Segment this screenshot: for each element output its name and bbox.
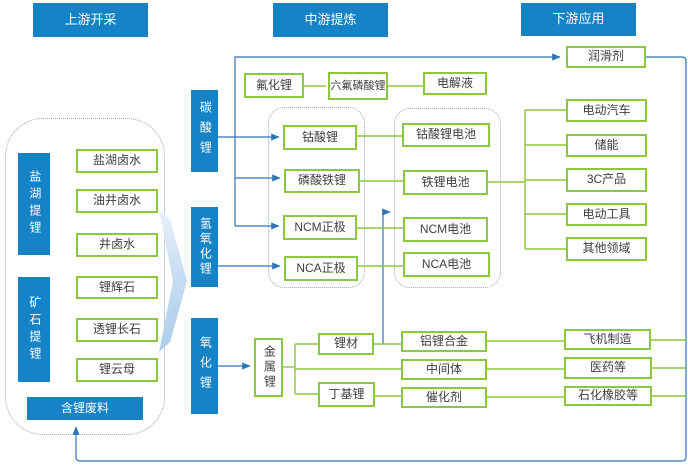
node-al-li-alloy: 铝锂合金 <box>401 331 487 352</box>
node-lfp-cathode: 磷酸铁锂 <box>284 169 360 193</box>
node-lithium-carbonate: 碳酸锂 <box>191 90 218 172</box>
node-lithium-metal: 金属锂 <box>254 338 283 397</box>
node-ncm-battery: NCM电池 <box>403 217 488 242</box>
node-nca-battery-label: NCA电池 <box>421 256 472 271</box>
node-lipf6-label: 六氟磷酸锂 <box>330 79 386 92</box>
node-pharmaceuticals: 医药等 <box>564 357 652 379</box>
node-lepidolite-label: 锂云母 <box>98 362 135 377</box>
group-ore-extraction: 矿石提锂 <box>18 277 50 382</box>
node-lithium-hydroxide-label: 氢氧化锂 <box>198 217 213 277</box>
node-nca-battery: NCA电池 <box>403 252 490 277</box>
node-lithium-waste-label: 含锂废料 <box>60 400 109 415</box>
node-power-tools: 电动工具 <box>566 203 647 226</box>
group-ore-label: 矿石提锂 <box>27 295 42 364</box>
node-butyl-lithium: 丁基锂 <box>318 382 375 407</box>
node-energy-storage-label: 储能 <box>594 137 619 152</box>
header-upstream-label: 上游开采 <box>64 11 117 27</box>
node-oil-well-brine-label: 油井卤水 <box>92 193 141 208</box>
node-lipf6: 六氟磷酸锂 <box>328 72 388 100</box>
node-lithium-oxide-label: 氧化锂 <box>198 336 213 396</box>
node-nca-cathode: NCA正极 <box>284 256 358 281</box>
node-lfp-battery-label: 铁锂电池 <box>421 174 470 189</box>
node-lfp-cathode-label: 磷酸铁锂 <box>297 173 346 188</box>
node-3c-products-label: 3C产品 <box>586 172 627 187</box>
group-salt-lake-label: 盐湖提锂 <box>27 170 42 238</box>
node-lubricant: 润滑剂 <box>566 46 646 68</box>
container-upstream-sources <box>5 118 165 435</box>
node-energy-storage: 储能 <box>566 134 647 157</box>
node-well-brine-label: 井卤水 <box>98 237 135 252</box>
node-lithium-hydroxide: 氢氧化锂 <box>191 207 218 287</box>
node-lithium-fluoride: 氟化锂 <box>244 73 304 98</box>
header-midstream: 中游提炼 <box>273 3 388 37</box>
node-oil-well-brine: 油井卤水 <box>76 189 158 213</box>
node-butyl-lithium-label: 丁基锂 <box>328 386 365 401</box>
node-intermediate: 中间体 <box>401 359 487 380</box>
node-electrolyte-label: 电解液 <box>436 75 473 90</box>
node-lithium-waste: 含锂废料 <box>27 397 143 420</box>
header-upstream: 上游开采 <box>33 3 148 37</box>
node-al-li-alloy-label: 铝锂合金 <box>419 333 468 348</box>
node-lco-battery: 钴酸锂电池 <box>402 123 490 147</box>
node-lithium-carbonate-label: 碳酸锂 <box>198 101 213 161</box>
node-petrochemical-rubber: 石化橡胶等 <box>564 386 652 406</box>
node-petrochemical-rubber-label: 石化橡胶等 <box>577 388 638 403</box>
header-downstream: 下游应用 <box>521 3 636 36</box>
node-ncm-cathode: NCM正极 <box>283 215 357 240</box>
node-pharmaceuticals-label: 医药等 <box>589 360 626 375</box>
container-batteries <box>394 108 501 288</box>
node-catalyst: 催化剂 <box>401 387 487 408</box>
node-petalite-label: 透锂长石 <box>92 322 141 337</box>
container-cathode-materials <box>268 107 365 288</box>
node-aircraft-manufacturing-label: 飞机制造 <box>583 331 632 346</box>
node-intermediate-label: 中间体 <box>425 361 462 376</box>
node-lepidolite: 锂云母 <box>76 358 158 382</box>
group-salt-lake-extraction: 盐湖提锂 <box>18 153 50 255</box>
node-lithium-fluoride-label: 氟化锂 <box>255 77 292 92</box>
node-electric-vehicle-label: 电动汽车 <box>582 102 631 117</box>
node-other-fields-label: 其他领域 <box>582 241 631 256</box>
node-power-tools-label: 电动工具 <box>582 206 631 221</box>
node-ncm-battery-label: NCM电池 <box>419 221 472 236</box>
node-other-fields: 其他领域 <box>566 237 647 261</box>
node-lco-cathode: 钴酸锂 <box>283 125 357 150</box>
node-well-brine: 井卤水 <box>76 233 158 257</box>
node-lco-battery-label: 钴酸锂电池 <box>415 127 476 142</box>
node-lithium-metal-label: 金属锂 <box>262 345 277 390</box>
node-lithium-material: 锂材 <box>318 333 374 355</box>
node-petalite: 透锂长石 <box>76 318 158 342</box>
node-spodumene-label: 锂辉石 <box>98 279 135 294</box>
node-lithium-oxide: 氧化锂 <box>191 318 218 414</box>
node-lfp-battery: 铁锂电池 <box>403 170 488 195</box>
node-lubricant-label: 润滑剂 <box>587 49 624 64</box>
node-aircraft-manufacturing: 飞机制造 <box>564 329 651 350</box>
node-3c-products: 3C产品 <box>566 168 647 192</box>
node-salt-lake-brine-label: 盐湖卤水 <box>92 153 141 168</box>
node-lithium-material-label: 锂材 <box>333 336 358 351</box>
node-electric-vehicle: 电动汽车 <box>566 99 647 122</box>
node-salt-lake-brine: 盐湖卤水 <box>76 149 158 173</box>
node-spodumene: 锂辉石 <box>76 276 158 299</box>
node-nca-cathode-label: NCA正极 <box>296 260 346 275</box>
node-catalyst-label: 催化剂 <box>425 389 462 404</box>
node-lco-cathode-label: 钴酸锂 <box>301 129 338 144</box>
header-downstream-label: 下游应用 <box>552 11 605 27</box>
node-ncm-cathode-label: NCM正极 <box>294 219 346 234</box>
node-electrolyte: 电解液 <box>423 72 487 95</box>
header-midstream-label: 中游提炼 <box>304 11 357 27</box>
